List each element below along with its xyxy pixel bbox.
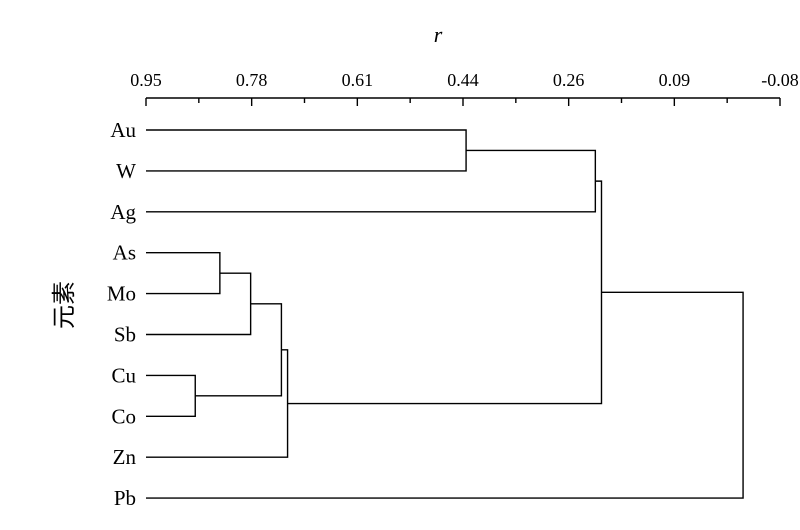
dendrogram-link — [146, 272, 252, 336]
x-axis-ticks — [145, 98, 781, 106]
x-axis-tick-labels: 0.95 0.78 0.61 0.44 0.26 0.09 -0.08 — [130, 70, 799, 90]
tick-label: -0.08 — [761, 70, 799, 90]
dendrogram-link — [287, 180, 603, 405]
dendrogram-links — [146, 129, 744, 499]
leaf-label: As — [113, 241, 136, 265]
dendrogram-link — [146, 129, 467, 172]
leaf-label: Cu — [111, 363, 136, 387]
tick-label: 0.78 — [236, 70, 268, 90]
y-axis-title: 元素 — [50, 281, 78, 329]
dendrogram-link — [146, 252, 221, 295]
leaf-label: Ag — [110, 200, 136, 224]
tick-label: 0.26 — [553, 70, 585, 90]
tick-label: 0.95 — [130, 70, 162, 90]
dendrogram-link — [146, 291, 744, 499]
tick-label: 0.61 — [342, 70, 374, 90]
leaf-label: W — [116, 159, 136, 183]
leaf-label: Co — [111, 404, 136, 428]
tick-label: 0.09 — [659, 70, 691, 90]
leaf-label: Sb — [114, 323, 136, 347]
x-axis-title: r — [434, 22, 443, 47]
leaf-label: Pb — [114, 486, 136, 510]
dendrogram-link — [146, 149, 597, 213]
tick-label: 0.44 — [447, 70, 479, 90]
dendrogram-link — [195, 303, 283, 397]
leaf-label: Au — [110, 118, 136, 142]
leaf-label: Zn — [113, 445, 137, 469]
leaf-label: Mo — [107, 282, 136, 306]
dendrogram-link — [146, 349, 289, 458]
dendrogram-link — [146, 374, 196, 417]
